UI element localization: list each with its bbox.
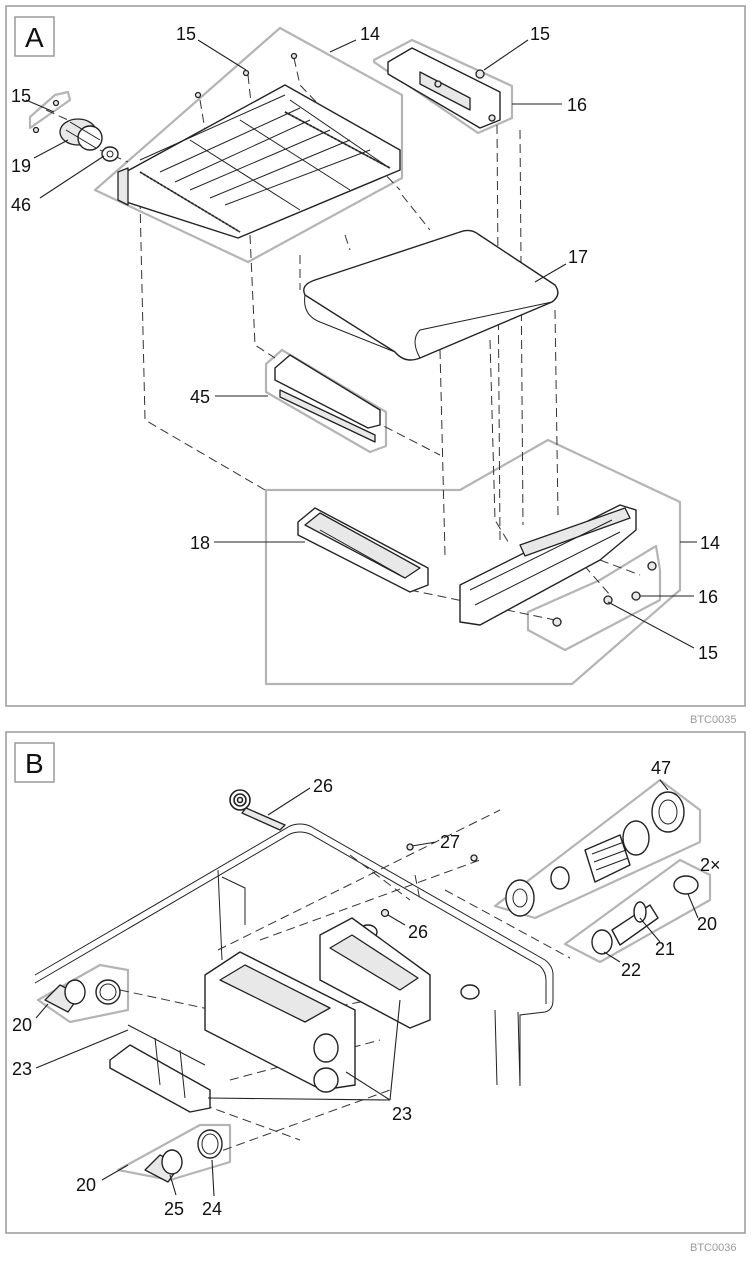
label-b-20-left: 20 xyxy=(12,1015,32,1035)
screw-27-b xyxy=(470,854,478,862)
screw-27-a xyxy=(406,843,414,851)
plug-20-left xyxy=(44,979,121,1013)
fitting-21-22 xyxy=(591,875,699,955)
label-b-22: 22 xyxy=(621,960,641,980)
group-outline-45 xyxy=(264,348,388,454)
tray-23 xyxy=(109,1024,211,1113)
filter-housing-23 xyxy=(204,917,431,1093)
roller-frame-14-bottom xyxy=(459,504,637,626)
label-a-16-bottom: 16 xyxy=(698,587,718,607)
strip-45 xyxy=(274,354,381,443)
cushion-17 xyxy=(303,229,559,361)
group-outline-16-top xyxy=(372,38,514,135)
label-b-2x: 2× xyxy=(700,855,721,875)
group-outline-47 xyxy=(493,778,702,920)
panel-a: A xyxy=(5,5,746,726)
leader-lines-a xyxy=(25,39,697,649)
label-a-45: 45 xyxy=(190,387,210,407)
panel-b-frame xyxy=(5,731,746,1234)
label-b-27: 27 xyxy=(440,832,460,852)
label-b-20-bottom: 20 xyxy=(76,1175,96,1195)
label-b-25: 25 xyxy=(164,1199,184,1219)
label-a-15-left: 15 xyxy=(11,86,31,106)
label-b-21: 21 xyxy=(655,939,675,959)
group-outline-20-left xyxy=(36,963,130,1024)
label-b-20-right: 20 xyxy=(697,914,717,934)
panel-a-frame xyxy=(5,5,746,707)
panel-b-letter: B xyxy=(25,748,44,779)
gear-19 xyxy=(32,99,103,151)
label-a-14-bottom: 14 xyxy=(700,533,720,553)
panel-a-letter-box xyxy=(14,16,55,57)
panel-a-code: BTC0035 xyxy=(690,714,736,726)
label-b-26-mid: 26 xyxy=(408,922,428,942)
connector-assembly-47 xyxy=(505,791,685,917)
panel-b-letter-box xyxy=(14,742,55,783)
leader-lines-b xyxy=(35,779,699,1197)
panel-b: B xyxy=(5,731,746,1254)
group-outline-14-top xyxy=(93,26,404,264)
nut-26 xyxy=(380,908,390,918)
group-outline-15-left xyxy=(28,90,72,130)
plug-25-ring-24 xyxy=(144,1129,223,1183)
label-a-15-right: 15 xyxy=(530,24,550,44)
spring-26 xyxy=(229,789,286,831)
label-b-23-right: 23 xyxy=(392,1104,412,1124)
fasteners-15-16 xyxy=(552,561,657,627)
frame-18 xyxy=(297,507,429,593)
label-b-23-left: 23 xyxy=(12,1059,32,1079)
group-outline-14-bottom xyxy=(264,438,682,686)
bushing-46 xyxy=(101,146,119,162)
label-a-15-top: 15 xyxy=(176,24,196,44)
group-outline-fasteners xyxy=(526,544,662,652)
label-b-26-top: 26 xyxy=(313,776,333,796)
panel-b-code: BTC0036 xyxy=(690,1242,736,1254)
label-a-14-top: 14 xyxy=(360,24,380,44)
roller-frame-14 xyxy=(117,52,401,239)
label-a-18: 18 xyxy=(190,533,210,553)
group-outline-20-right xyxy=(563,858,712,964)
bracket-16-top xyxy=(387,47,501,129)
label-a-46: 46 xyxy=(11,195,31,215)
label-b-24: 24 xyxy=(202,1199,222,1219)
label-b-47: 47 xyxy=(651,758,671,778)
label-a-16-right: 16 xyxy=(567,95,587,115)
label-a-19: 19 xyxy=(11,156,31,176)
panel-a-letter: A xyxy=(25,22,44,53)
label-a-15-bottom: 15 xyxy=(698,643,718,663)
label-a-17: 17 xyxy=(568,247,588,267)
